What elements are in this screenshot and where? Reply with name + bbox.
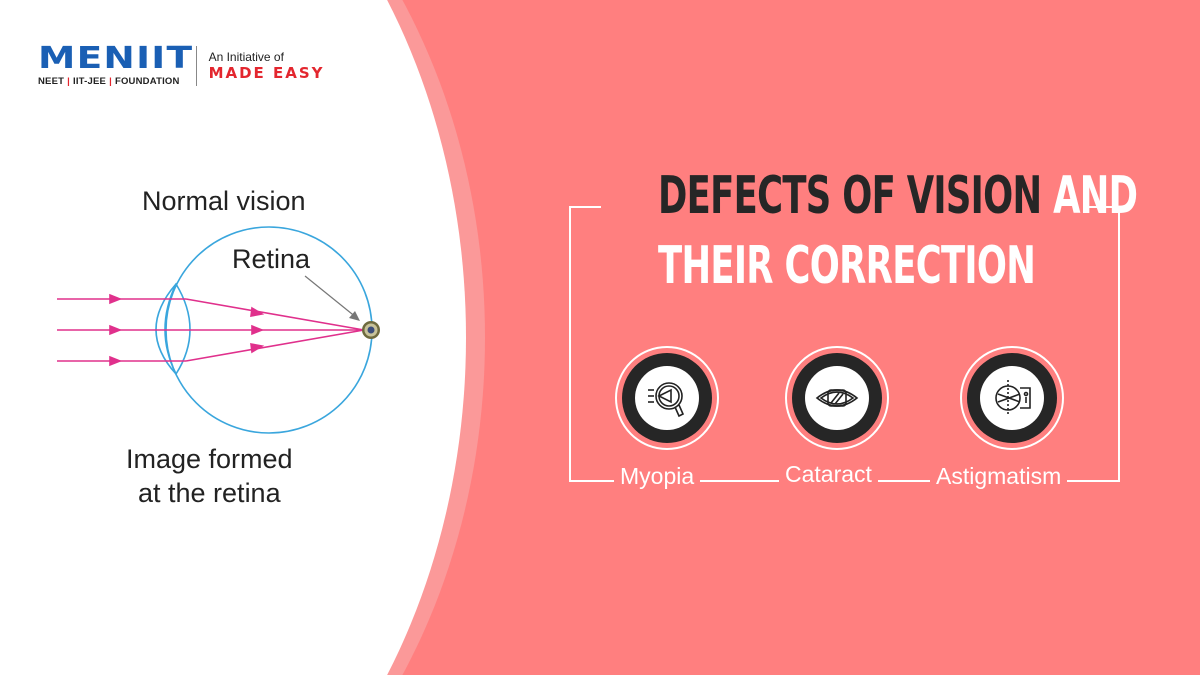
tagline-iitjee: IIT-JEE xyxy=(73,76,107,87)
headline-and: AND xyxy=(1053,166,1138,226)
astigmatism-eye-icon xyxy=(995,380,1031,416)
normal-vision-diagram: Normal vision Retina Image formed at the… xyxy=(0,0,480,675)
eye-ray-diagram-icon xyxy=(57,226,380,434)
white-circle-panel xyxy=(0,0,466,675)
defect-label-astigmatism: Astigmatism xyxy=(930,463,1068,490)
headline-line1: DEFECTS OF VISION AND xyxy=(658,166,1138,226)
cataract-icon-badge xyxy=(785,346,889,450)
myopia-icon-badge xyxy=(615,346,719,450)
logo-divider xyxy=(195,46,197,86)
brand-tagline: NEET|IIT-JEE|FOUNDATION xyxy=(38,76,180,87)
brand-name: MENIIT xyxy=(38,41,194,76)
astigmatism-icon-badge xyxy=(960,346,1064,450)
tagline-neet: NEET xyxy=(38,76,65,87)
logo: MENIIT NEET|IIT-JEE|FOUNDATION An Initia… xyxy=(38,44,325,88)
initiative-block: An Initiative of MADE EASY xyxy=(209,50,325,82)
headline: DEFECTS OF VISION AND THEIR CORRECTION xyxy=(570,166,1138,296)
caption-line2: at the retina xyxy=(138,478,281,508)
caption-line1: Image formed xyxy=(126,444,293,474)
initiative-text: An Initiative of xyxy=(208,50,284,64)
tagline-foundation: FOUNDATION xyxy=(114,76,180,87)
made-easy-logo: MADE EASY xyxy=(208,64,325,82)
defect-label-myopia: Myopia xyxy=(614,463,701,490)
meniit-logo: MENIIT NEET|IIT-JEE|FOUNDATION xyxy=(38,44,192,88)
diagram-title: Normal vision xyxy=(142,186,306,216)
frame-right xyxy=(1118,206,1120,482)
frame-top-right xyxy=(1088,206,1120,208)
defect-label-cataract: Cataract xyxy=(779,461,878,488)
cataract-eye-icon xyxy=(815,389,859,407)
retina-label: Retina xyxy=(232,244,311,274)
headline-dark-text: DEFECTS OF VISION xyxy=(658,166,1042,226)
frame-top-left xyxy=(569,206,601,208)
frame-left xyxy=(569,206,571,482)
headline-line2: THEIR CORRECTION xyxy=(658,236,1036,296)
myopia-eye-icon xyxy=(648,382,685,418)
